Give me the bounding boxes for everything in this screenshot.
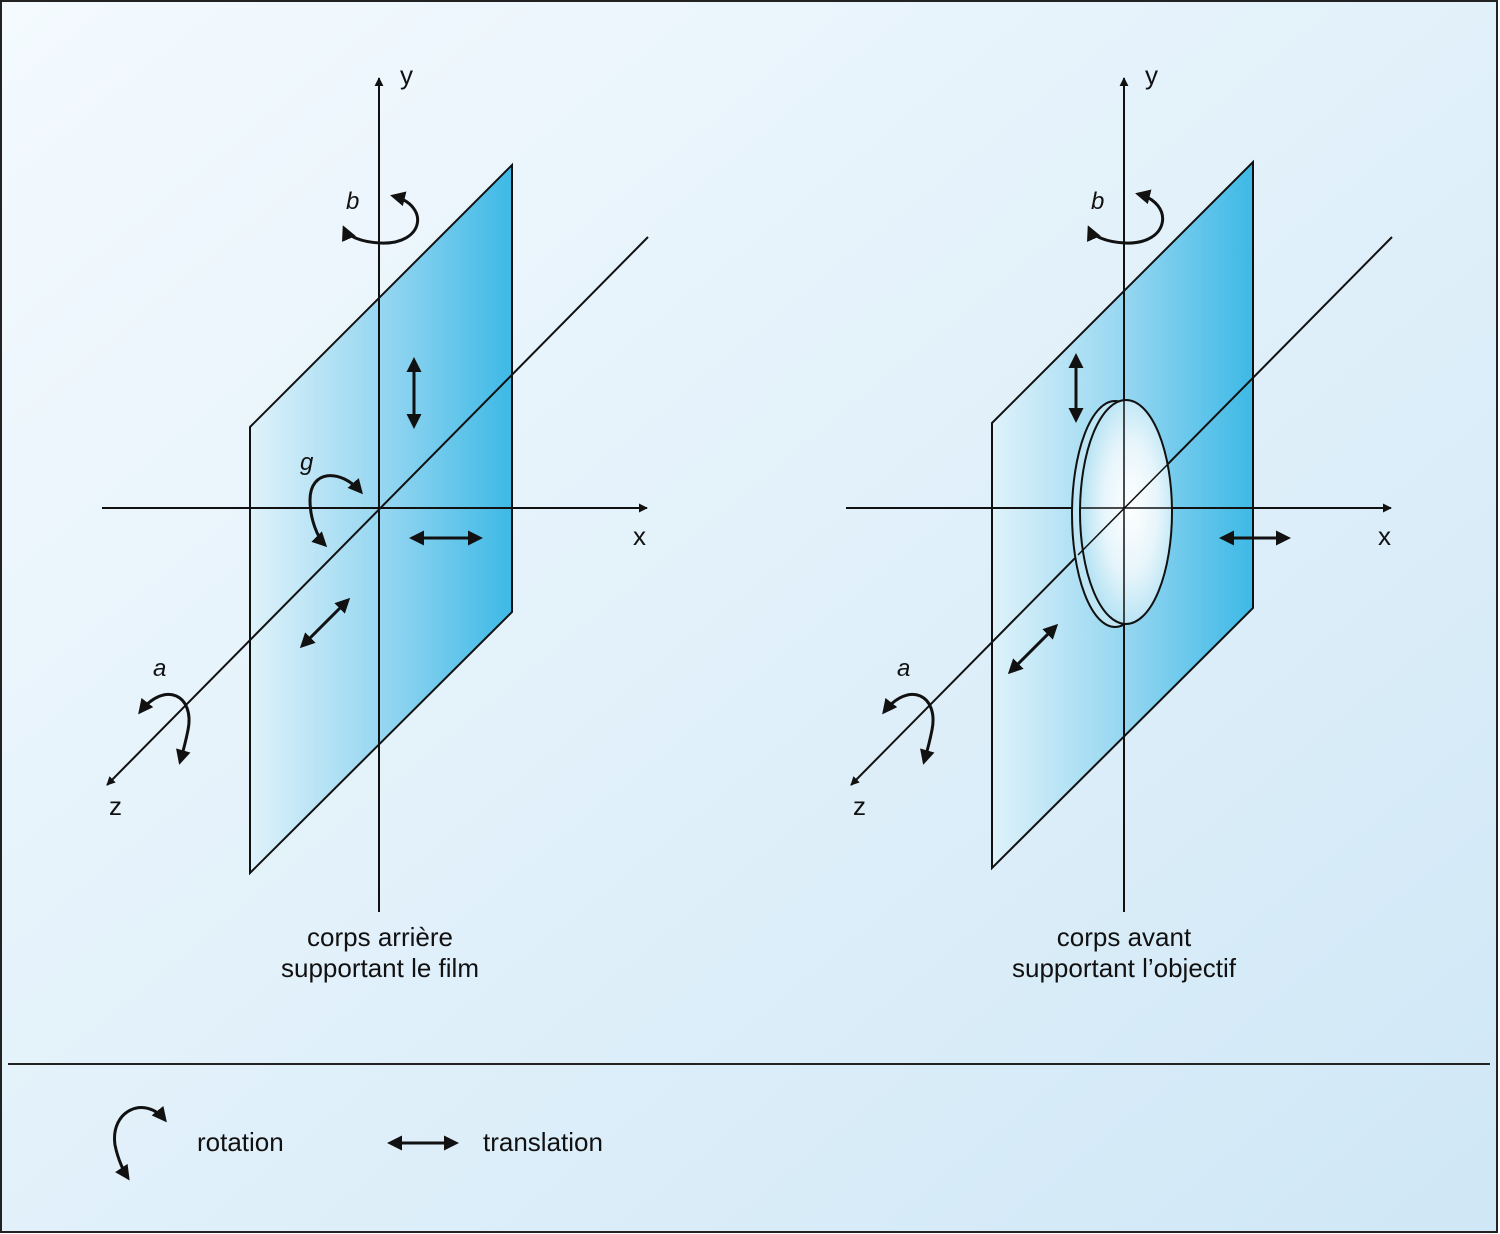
film-plane — [249, 162, 513, 876]
panel-rear-body: y x z b g a corps arrière supportant le … — [102, 60, 649, 983]
z-axis — [106, 236, 649, 786]
legend: rotation translation — [113, 1105, 603, 1181]
rotation-a-arrow — [138, 692, 191, 765]
lens — [1071, 399, 1173, 628]
rotation-b-label: b — [346, 188, 359, 215]
rotation-g-label: g — [300, 449, 314, 476]
caption-line-1: corps arrière — [307, 922, 453, 952]
translation-z-arrow — [1007, 623, 1059, 675]
rotation-g-arrow — [308, 474, 363, 548]
rotation-b-arrow — [1087, 189, 1165, 245]
legend-rotation-label: rotation — [197, 1127, 284, 1157]
y-axis-label: y — [1145, 60, 1158, 90]
rotation-b-label: b — [1091, 188, 1104, 215]
caption-line-2: supportant le film — [281, 953, 479, 983]
x-axis-label: x — [633, 521, 646, 551]
rotation-a-label: a — [153, 655, 166, 682]
legend-translation-label: translation — [483, 1127, 603, 1157]
y-axis-label: y — [400, 60, 413, 90]
panel-front-body: y x z b a corps avant supportant l’objec… — [846, 60, 1393, 983]
x-axis-label: x — [1378, 521, 1391, 551]
rotation-a-arrow — [882, 692, 935, 765]
caption-line-1: corps avant — [1057, 922, 1192, 952]
rotation-b-arrow — [342, 191, 420, 245]
caption-line-2: supportant l’objectif — [1012, 953, 1237, 983]
curved-rotation-arrow-icon — [113, 1105, 167, 1181]
translation-z-arrow — [299, 597, 351, 649]
z-axis-label: z — [109, 791, 122, 821]
rotation-a-label: a — [897, 655, 910, 682]
z-axis-label: z — [853, 791, 866, 821]
